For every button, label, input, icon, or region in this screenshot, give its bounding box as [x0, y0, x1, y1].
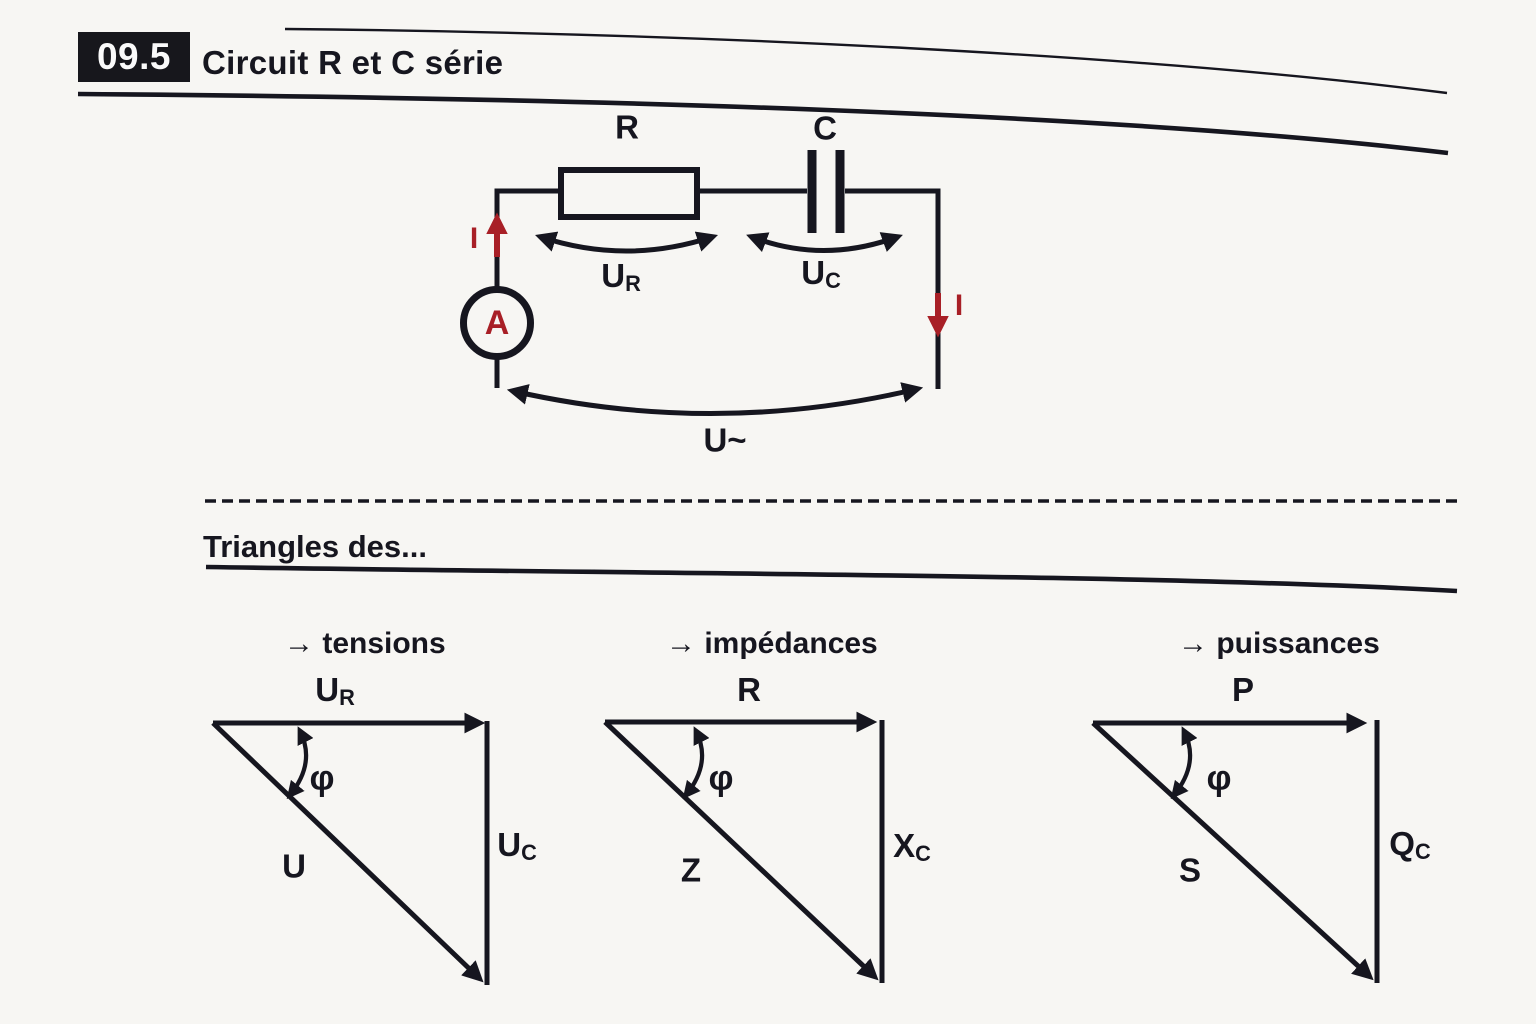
voltage-capacitor-sub: C: [825, 268, 841, 294]
section-underline: [205, 564, 1458, 594]
tensions-right-main: U: [497, 826, 522, 864]
triangle-tensions: [211, 712, 490, 985]
impedances-hypotenuse-vector: [603, 720, 879, 981]
tensions-angle-arc: [286, 726, 314, 800]
top-flourish-line: [284, 27, 1448, 95]
header-impedances: → impédances: [666, 627, 878, 660]
wire-right: [845, 188, 941, 389]
puissances-top-main: P: [1231, 671, 1255, 709]
voltage-arc-source: [506, 382, 924, 416]
circuit-schematic: [460, 150, 949, 416]
tensions-top-sub: R: [339, 685, 355, 711]
ammeter-label: A: [484, 304, 510, 342]
tensions-right-label: UC: [497, 828, 537, 864]
impedances-top-label: R: [737, 673, 761, 709]
voltage-resistor-label: UR: [601, 259, 641, 295]
title-underline: [77, 91, 1449, 156]
current-in-label: I: [469, 222, 479, 255]
puissances-right-label: QC: [1389, 827, 1430, 863]
tensions-top-main: U: [315, 671, 340, 709]
resistor-label: R: [615, 108, 639, 146]
voltage-resistor-sub: R: [625, 271, 641, 297]
resistor-body: [558, 167, 700, 220]
impedances-right-label: XC: [893, 829, 931, 865]
triangle-puissances: [1091, 712, 1380, 983]
impedances-right-main: X: [893, 827, 916, 865]
tensions-top-label: UR: [315, 673, 355, 709]
section-number: 09.5: [96, 36, 171, 77]
puissances-angle-label: φ: [1206, 758, 1232, 798]
puissances-hypotenuse-label: S: [1178, 851, 1202, 889]
voltage-capacitor-main: U: [801, 254, 826, 292]
tensions-right-sub: C: [521, 840, 537, 866]
tensions-angle-label: φ: [309, 758, 335, 798]
puissances-right-main: Q: [1389, 825, 1415, 863]
voltage-capacitor-label: UC: [801, 256, 841, 292]
current-out-label: I: [954, 289, 964, 322]
puissances-angle-arc: [1170, 726, 1198, 800]
voltage-source-label: U~: [703, 421, 747, 459]
voltage-arc-capacitor: [746, 232, 903, 253]
puissances-right-sub: C: [1414, 839, 1431, 865]
voltage-arc-resistor: [535, 231, 718, 254]
page-rules: [77, 27, 1458, 594]
impedances-right-sub: C: [915, 841, 931, 867]
triangle-impedances: [603, 711, 885, 983]
header-puissances: → puissances: [1178, 627, 1380, 660]
header-tensions: → tensions: [284, 627, 446, 660]
impedances-angle-label: φ: [708, 758, 734, 798]
impedances-hypotenuse-label: Z: [680, 851, 702, 889]
puissances-hypotenuse-vector: [1091, 721, 1374, 981]
page-title: Circuit R et C série: [202, 44, 504, 81]
tensions-hypotenuse-vector: [211, 721, 484, 983]
section-number-badge: 09.5: [78, 32, 190, 82]
puissances-top-label: P: [1232, 673, 1254, 709]
tensions-hypotenuse-label: U: [282, 847, 306, 885]
section-heading: Triangles des...: [203, 529, 427, 564]
capacitor-label: C: [813, 109, 837, 147]
impedances-top-main: R: [737, 671, 761, 709]
impedances-angle-arc: [682, 726, 710, 800]
voltage-resistor-main: U: [601, 257, 626, 295]
